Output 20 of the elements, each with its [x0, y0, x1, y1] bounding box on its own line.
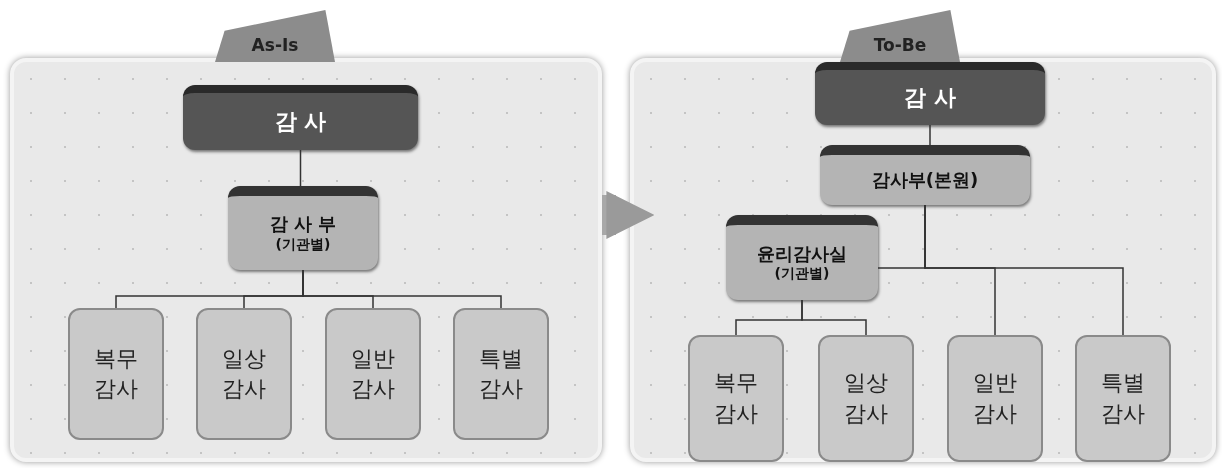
connector-line	[299, 149, 302, 187]
org-box: 일반 감사	[325, 308, 421, 440]
org-box: 윤리감사실 (기관별)	[726, 215, 878, 300]
org-box: 복무 감사	[68, 308, 164, 440]
org-box: 감 사	[815, 62, 1045, 125]
org-box: 복무 감사	[688, 335, 784, 462]
panel-tab: As-Is	[215, 10, 335, 62]
org-box: 특별 감사	[453, 308, 549, 440]
transition-arrow	[602, 191, 655, 239]
org-box: 일상 감사	[818, 335, 914, 462]
org-box: 일상 감사	[196, 308, 292, 440]
org-box: 특별 감사	[1075, 335, 1171, 462]
panel-tab: To-Be	[840, 10, 960, 62]
org-box: 감 사	[183, 85, 418, 150]
org-box: 감 사 부 (기관별)	[228, 186, 378, 270]
connector-line	[924, 204, 1124, 336]
org-box: 감사부(본원)	[820, 145, 1030, 205]
connector-line	[929, 124, 931, 146]
org-box: 일반 감사	[947, 335, 1043, 462]
connector-line	[801, 299, 867, 336]
